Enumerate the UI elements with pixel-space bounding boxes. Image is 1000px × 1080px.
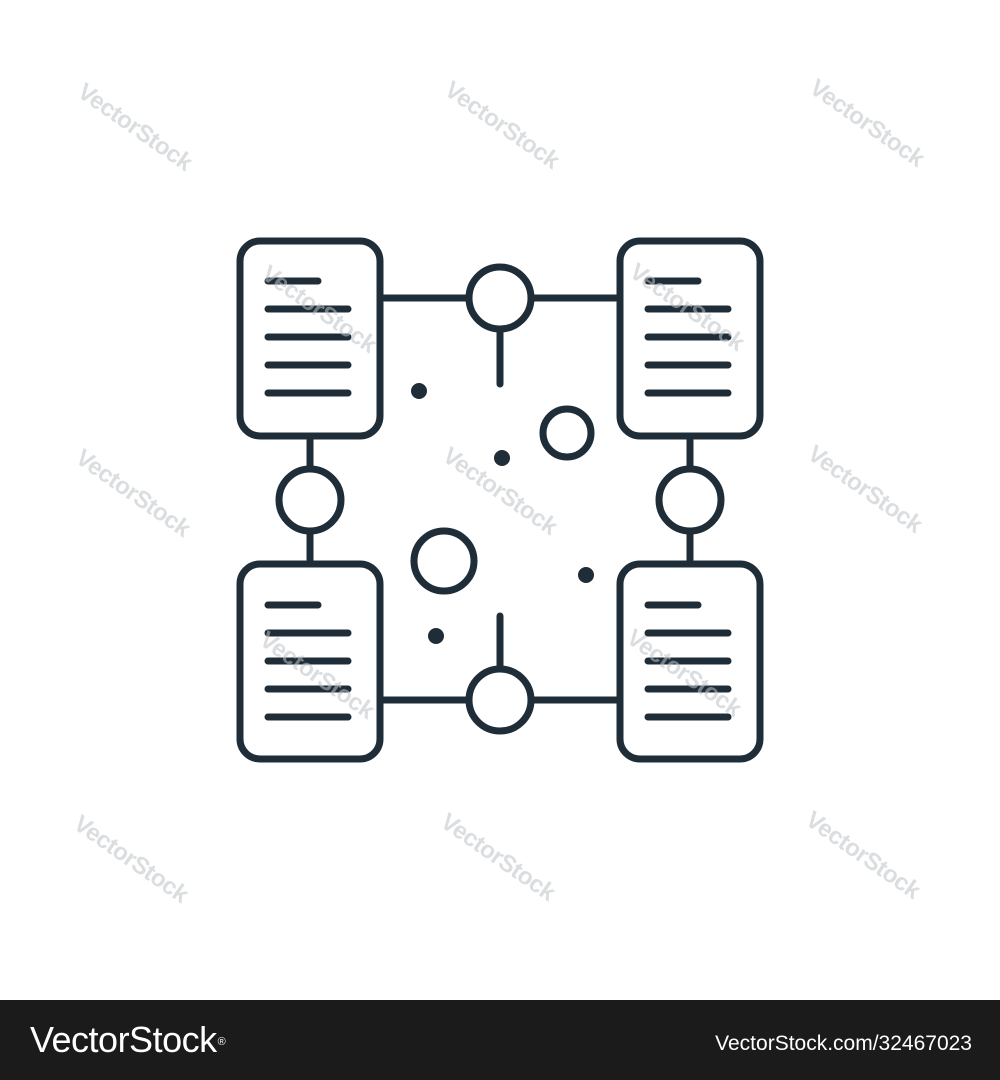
registered-mark: ®	[217, 1036, 226, 1048]
node-circle-bottom	[465, 665, 535, 735]
node-circle-top	[465, 263, 535, 333]
document-bottom-left-icon	[236, 560, 384, 763]
brand-name: VectorStock	[30, 1019, 217, 1060]
scatter-dot	[578, 567, 594, 583]
scatter-dot	[428, 628, 444, 644]
footer-bar: VectorStock® VectorStock.com/32467023	[0, 1000, 1000, 1080]
floating-circle	[410, 527, 478, 595]
scatter-dot	[411, 383, 427, 399]
document-bottom-right-icon	[616, 560, 764, 763]
image-id-text: VectorStock.com/32467023	[715, 1032, 972, 1055]
document-top-left-icon	[236, 237, 384, 440]
brand-logo: VectorStock®	[30, 1019, 226, 1060]
image-canvas: VectorStock VectorStock VectorStock Vect…	[68, 74, 930, 909]
node-circle-right	[655, 465, 725, 535]
node-circle-left	[275, 465, 345, 535]
floating-circle	[539, 405, 595, 461]
scatter-dot	[494, 450, 510, 466]
data-network-icon	[236, 237, 764, 763]
document-top-right-icon	[616, 237, 764, 440]
